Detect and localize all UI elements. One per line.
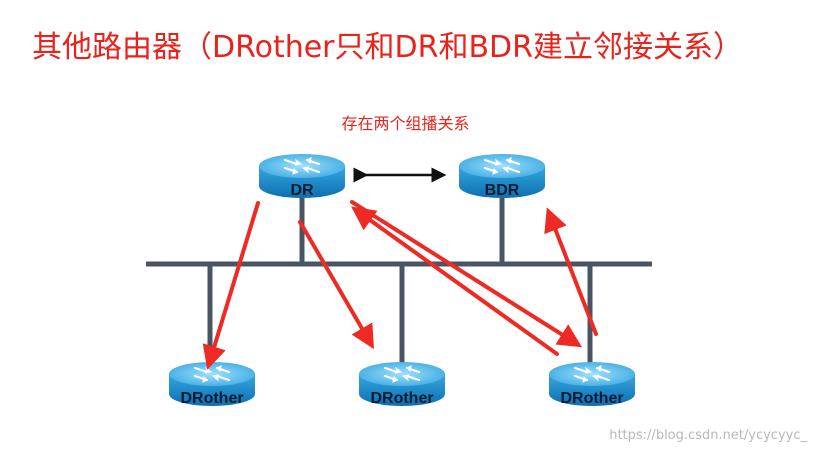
router-drother-3: DRother bbox=[547, 360, 637, 408]
router-drother-2: DRother bbox=[357, 360, 447, 408]
router-bdr: BDR bbox=[457, 152, 547, 200]
router-drother-2-label: DRother bbox=[370, 390, 433, 407]
multicast-arrows bbox=[202, 200, 598, 370]
multicast-note: 存在两个组播关系 bbox=[341, 114, 470, 133]
dr-to-drother-3-arrow bbox=[350, 200, 583, 348]
router-drother-3-label: DRother bbox=[560, 390, 623, 407]
dr-to-drother-2-arrow bbox=[298, 220, 375, 350]
router-drother-1-label: DRother bbox=[180, 390, 243, 407]
page-title: 其他路由器（DRother只和DR和BDR建立邻接关系） bbox=[32, 30, 743, 65]
dr-to-drother-1-arrow bbox=[202, 201, 260, 370]
watermark: https://blog.csdn.net/ycycyyc_ bbox=[609, 428, 807, 443]
drother-3-to-dr-arrow bbox=[351, 206, 559, 356]
router-dr-label: DR bbox=[290, 182, 314, 199]
router-drother-1: DRother bbox=[167, 360, 257, 408]
drother-3-to-bdr-arrow bbox=[544, 207, 598, 336]
router-bdr-label: BDR bbox=[485, 182, 520, 199]
router-dr: DR bbox=[257, 152, 347, 200]
